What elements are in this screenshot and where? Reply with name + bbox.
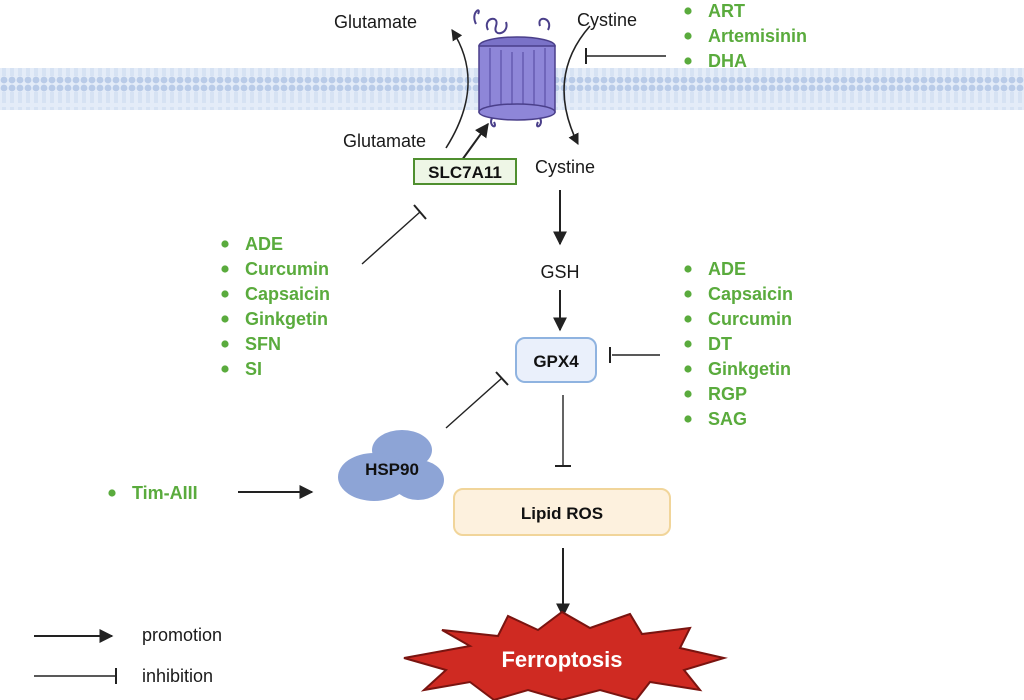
bullet-icon — [684, 315, 692, 323]
bullet-icon — [108, 489, 116, 497]
drug-item: Curcumin — [245, 259, 329, 279]
drug-item: SAG — [708, 409, 747, 429]
hsp90-to-gpx4-inhibition-bar — [495, 371, 509, 386]
cystine-out-label: Cystine — [577, 10, 637, 30]
gpx4-label: GPX4 — [533, 352, 579, 371]
lipid-ros-label: Lipid ROS — [521, 504, 603, 523]
bullet-icon — [684, 290, 692, 298]
drug-item: Ginkgetin — [245, 309, 328, 329]
glutamate-export-arrow — [445, 29, 469, 149]
drug-item: SFN — [245, 334, 281, 354]
drug-item: DHA — [708, 51, 747, 71]
bullet-icon — [221, 315, 229, 323]
bullet-icon — [221, 240, 229, 248]
hsp90-to-gpx4-inhibition-line — [445, 377, 503, 429]
drug-item: Artemisinin — [708, 26, 807, 46]
slc7a11-transporter-icon — [473, 9, 556, 128]
cystine-in-label: Cystine — [535, 157, 595, 177]
slc7a11-box — [413, 158, 517, 185]
drug-item: RGP — [708, 384, 747, 404]
hsp90-promoter-list: Tim-AIII — [108, 483, 198, 503]
bullet-icon — [684, 7, 692, 15]
hsp90-protein-icon — [338, 430, 444, 501]
bullet-icon — [684, 365, 692, 373]
drug-item: ADE — [708, 259, 746, 279]
bullet-icon — [684, 32, 692, 40]
bullet-icon — [221, 365, 229, 373]
bullet-icon — [684, 390, 692, 398]
lipid-ros-box — [453, 488, 671, 536]
drug-item: Tim-AIII — [132, 483, 198, 503]
legend-inhibition-label: inhibition — [142, 666, 213, 686]
bullet-icon — [221, 290, 229, 298]
bullet-icon — [221, 265, 229, 273]
slc7a11-inhibition-bar — [413, 204, 427, 220]
ferroptosis-label: Ferroptosis — [501, 647, 622, 672]
glutamate-in-label: Glutamate — [343, 131, 426, 151]
slc7a11-inhibition-line — [361, 211, 421, 265]
ferroptosis-burst-icon — [403, 610, 728, 700]
drug-item: DT — [708, 334, 732, 354]
bullet-icon — [221, 340, 229, 348]
drug-item: Capsaicin — [708, 284, 793, 304]
drug-item: ADE — [245, 234, 283, 254]
gsh-label: GSH — [540, 262, 579, 282]
bullet-icon — [684, 57, 692, 65]
drug-item: Curcumin — [708, 309, 792, 329]
glutamate-out-label: Glutamate — [334, 12, 417, 32]
drug-item: SI — [245, 359, 262, 379]
bullet-icon — [684, 415, 692, 423]
gpx4-box — [515, 337, 597, 383]
bullet-icon — [684, 340, 692, 348]
drug-item: Capsaicin — [245, 284, 330, 304]
drug-item: ART — [708, 1, 745, 21]
drug-item: Ginkgetin — [708, 359, 791, 379]
hsp90-label: HSP90 — [365, 460, 419, 479]
slc7a11-label: SLC7A11 — [428, 163, 502, 182]
bullet-icon — [684, 265, 692, 273]
slc7a11-to-transporter-arrow — [461, 122, 489, 161]
cystine-import-arrow — [563, 25, 591, 146]
legend-promotion-label: promotion — [142, 625, 222, 645]
